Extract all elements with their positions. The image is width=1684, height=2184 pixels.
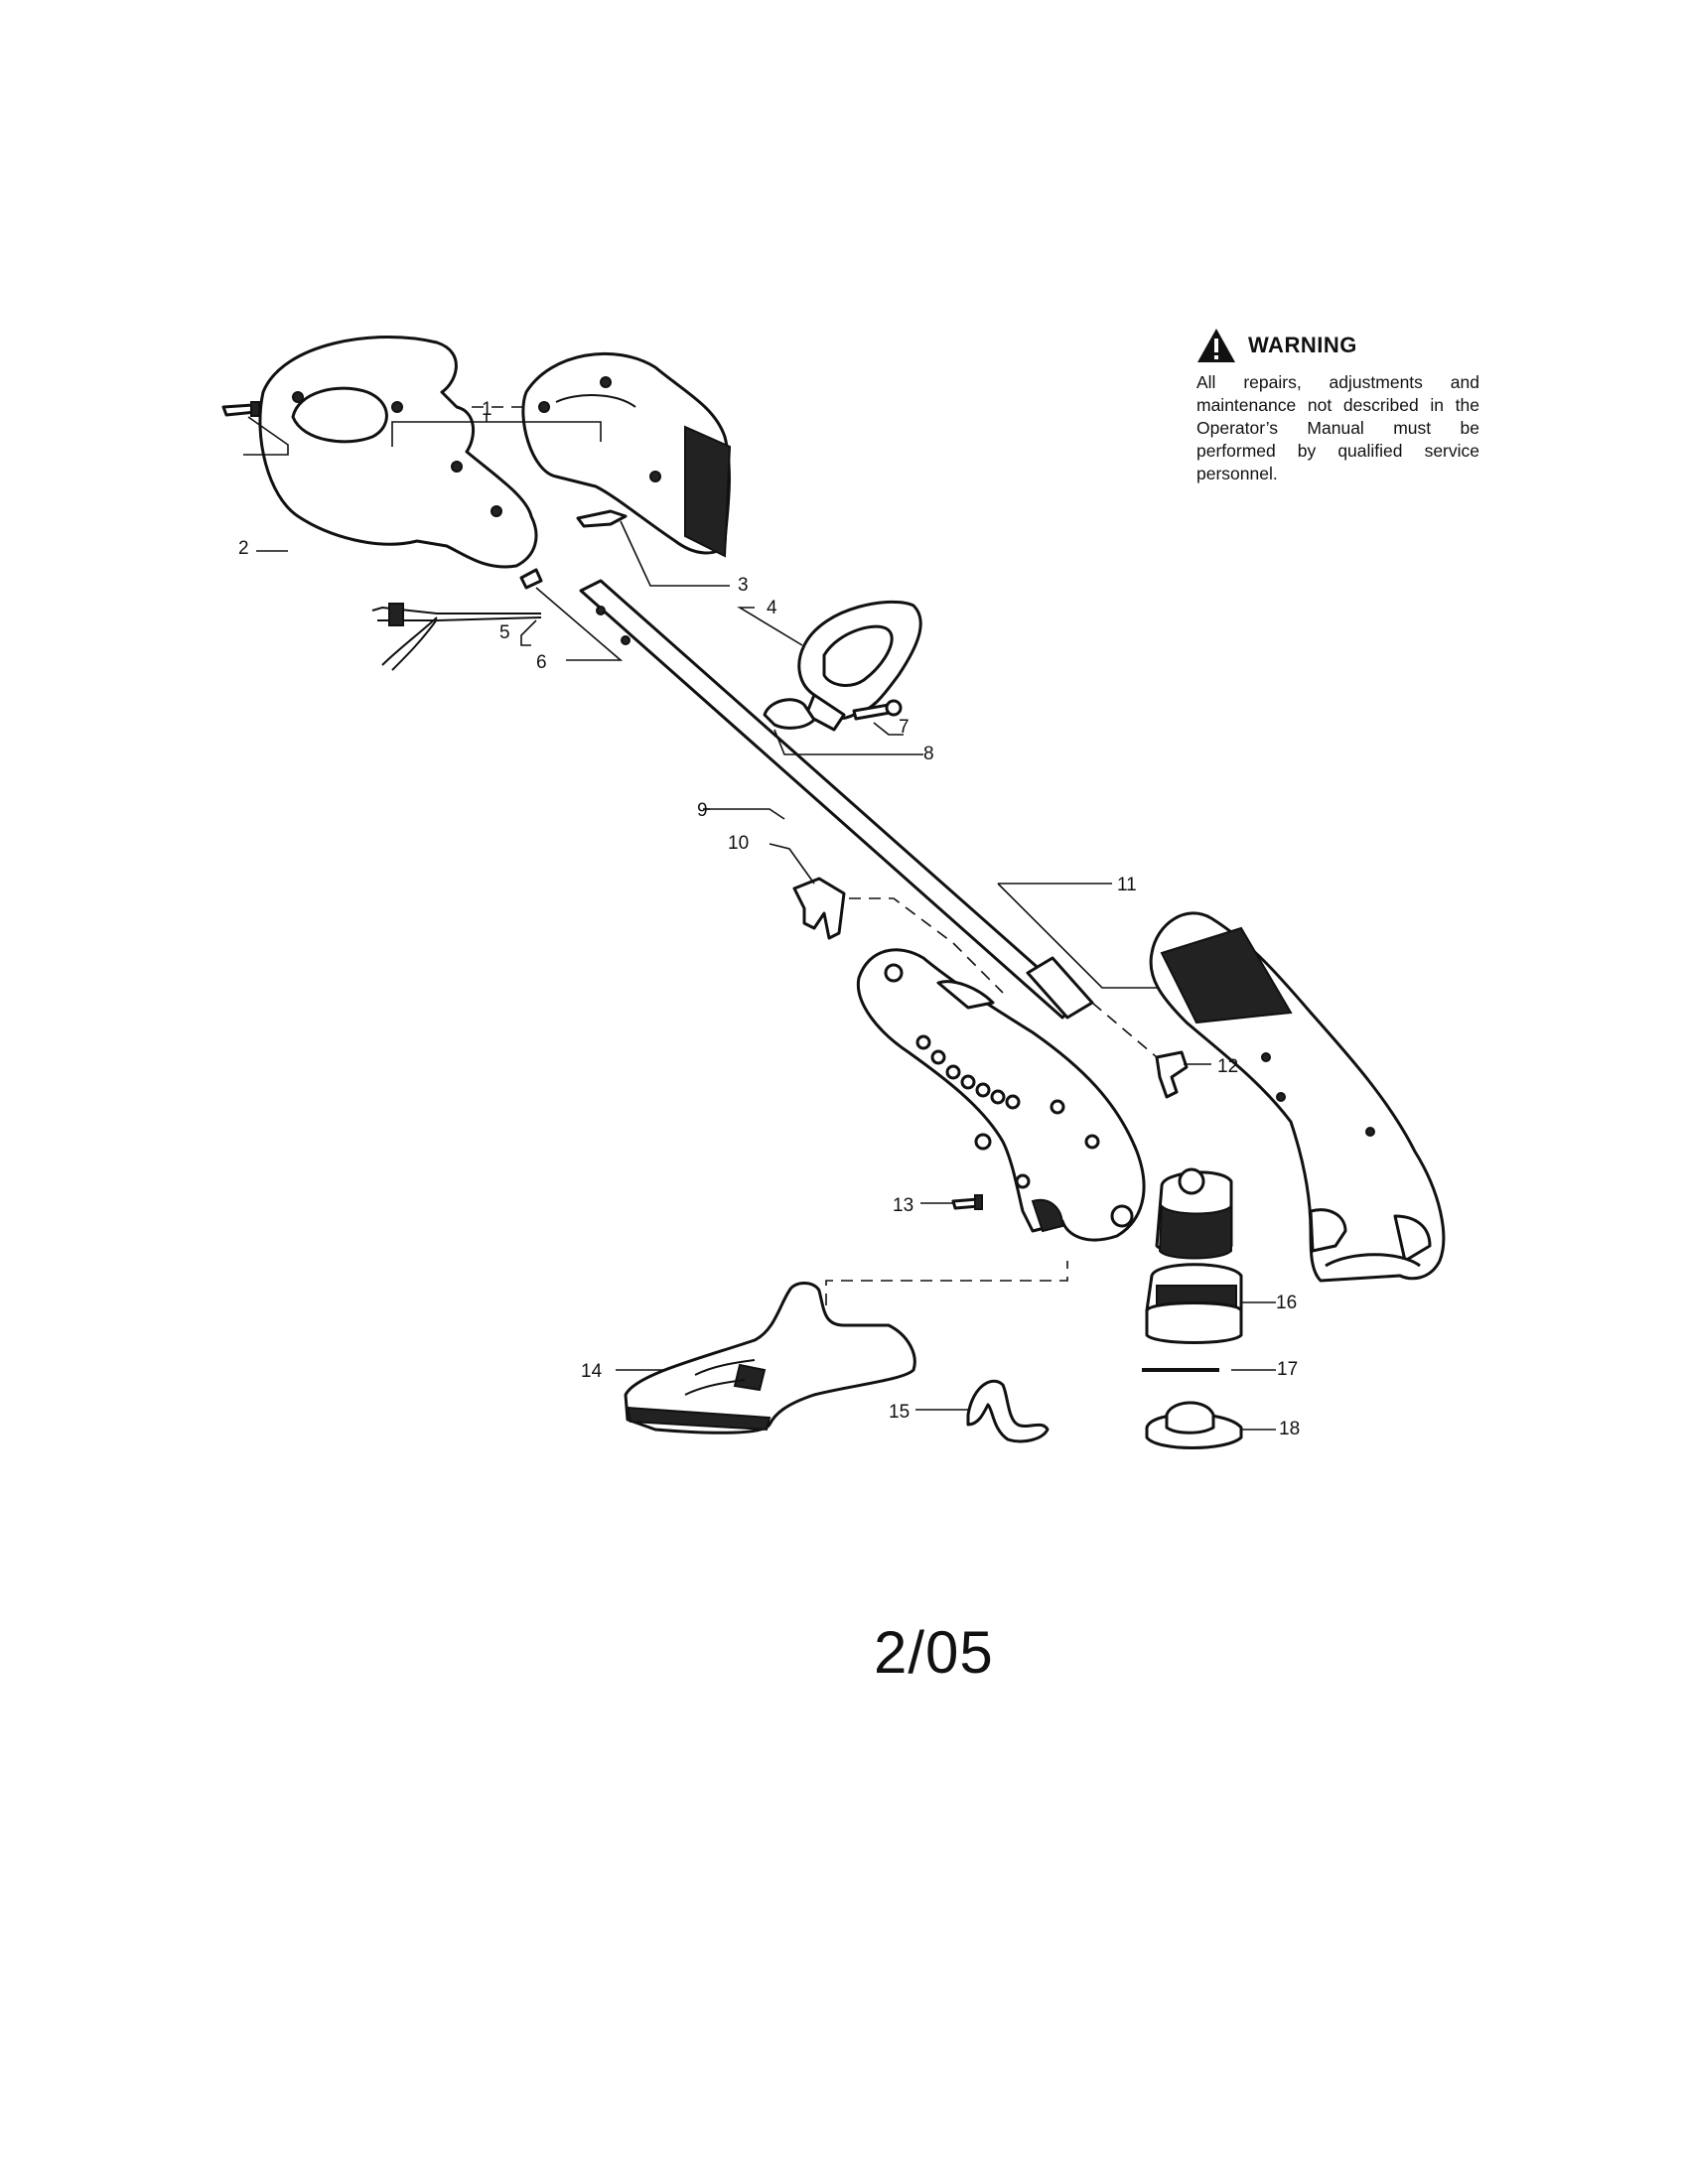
callout-12: 12 [1217, 1056, 1238, 1077]
upper-handle-right-half [521, 351, 732, 558]
wire-connector [1155, 1050, 1189, 1099]
callout-15: 15 [889, 1402, 910, 1423]
warning-header: WARNING [1196, 328, 1479, 363]
callout-17: 17 [1277, 1359, 1298, 1380]
shaft-latch-clip [792, 877, 846, 940]
warning-title: WARNING [1248, 333, 1357, 357]
callout-18: 18 [1279, 1419, 1300, 1439]
handle-screw [221, 401, 260, 417]
housing-screw [951, 1194, 983, 1210]
switch-trigger [576, 509, 628, 528]
callout-13: 13 [893, 1195, 913, 1216]
callout-4: 4 [767, 598, 777, 618]
callout-6: 6 [536, 652, 547, 673]
callout-8: 8 [923, 744, 934, 764]
callout-7: 7 [899, 717, 910, 738]
main-shaft-tube [579, 579, 1094, 1020]
warning-box: WARNING All repairs, adjustments and mai… [1196, 328, 1479, 485]
cord-retainer [519, 568, 543, 590]
guard-clamp [966, 1379, 1050, 1443]
motor-housing-left-half [856, 948, 1146, 1242]
callout-2: 2 [238, 538, 249, 559]
callout-16: 16 [1276, 1293, 1297, 1313]
callout-10: 10 [728, 833, 749, 854]
grass-guard [624, 1282, 916, 1434]
callout-5: 5 [499, 622, 510, 643]
warning-triangle-icon [1197, 329, 1235, 362]
power-cord [371, 603, 542, 671]
callout-1: 1 [482, 399, 492, 420]
motor-housing-right-half [1149, 911, 1446, 1283]
callout-9: 9 [697, 800, 708, 821]
line-spool [1145, 1401, 1243, 1449]
callout-3: 3 [738, 575, 749, 596]
callout-11: 11 [1117, 875, 1137, 895]
upper-handle-left-half [258, 335, 538, 569]
warning-text: All repairs, adjustments and maintenance… [1196, 372, 1479, 483]
aux-handle-clamp [763, 698, 816, 730]
aux-handle-bolt [852, 699, 903, 721]
motor-assembly [1145, 1167, 1243, 1344]
revision-code: 2/05 [874, 1619, 994, 1686]
callout-14: 14 [581, 1361, 603, 1382]
auxiliary-handle [797, 600, 922, 732]
